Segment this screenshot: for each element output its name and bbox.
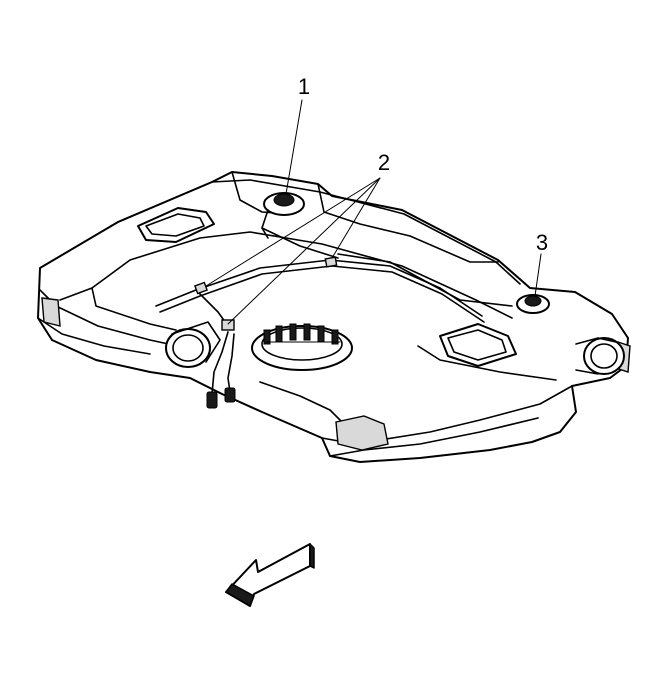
direction-arrow-icon — [225, 543, 315, 607]
callout-1: 1 — [298, 74, 310, 99]
callout-2: 2 — [378, 150, 390, 175]
fuel-tank-drawing — [37, 171, 631, 463]
leader-lines — [205, 99, 542, 325]
callout-3: 3 — [536, 230, 548, 255]
callout-labels: 1 2 3 — [298, 74, 548, 255]
